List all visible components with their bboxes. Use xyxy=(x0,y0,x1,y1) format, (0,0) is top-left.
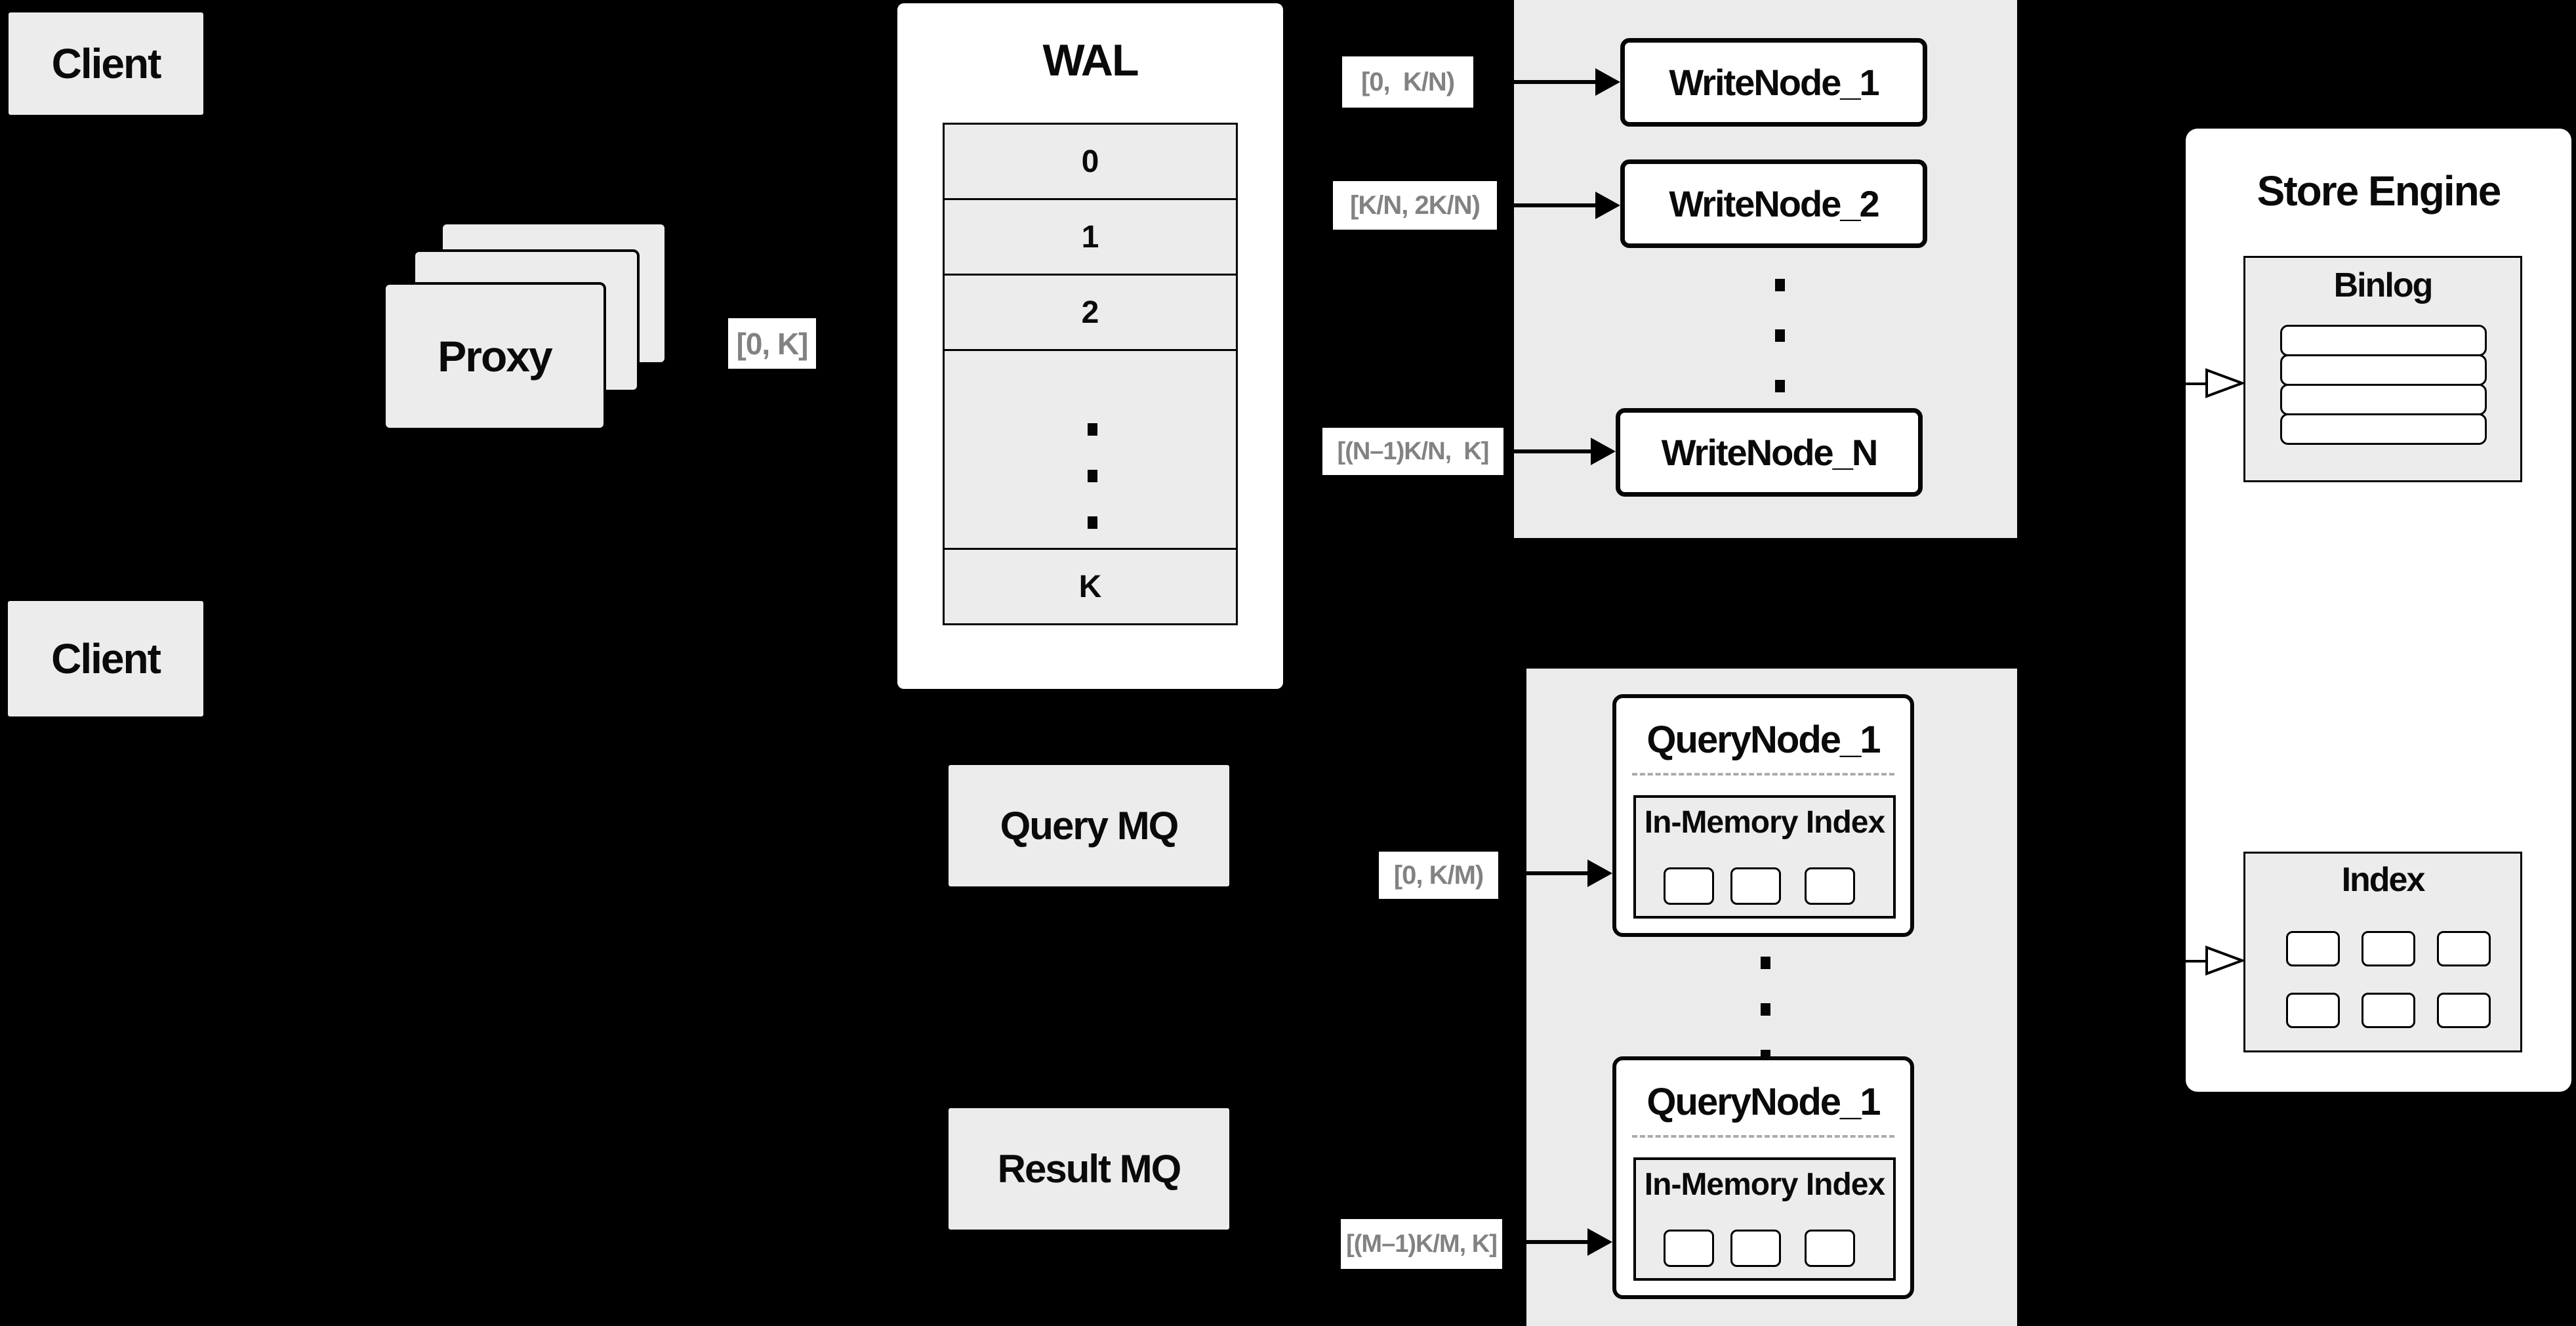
edge-label-write-2: [K/N, 2K/N) xyxy=(1333,181,1497,230)
result-mq-box: Result MQ xyxy=(947,1106,1231,1232)
query-node-top-box: QueryNode_1 In-Memory Index xyxy=(1612,694,1914,937)
arrow-line xyxy=(1502,1240,1590,1244)
write-node-2-box: WriteNode_2 xyxy=(1620,159,1927,248)
arrow-line xyxy=(2125,383,2214,385)
in-memory-index-title: In-Memory Index xyxy=(1644,1167,1885,1202)
wal-segment-row: K xyxy=(943,548,1238,625)
write-node-n-label: WriteNode_N xyxy=(1661,432,1879,473)
arrow-right-icon xyxy=(1587,1228,1612,1256)
index-segment-cell xyxy=(1805,1230,1855,1267)
client-bottom-box: Client xyxy=(6,599,205,718)
binlog-row xyxy=(2280,325,2487,356)
write-node-2-label: WriteNode_2 xyxy=(1669,183,1879,224)
index-segment-cell xyxy=(1730,1230,1781,1267)
dashed-divider xyxy=(1632,773,1894,776)
store-engine-box: Store Engine Binlog Index xyxy=(2186,129,2571,1092)
ellipsis-dots-icon xyxy=(1775,279,1785,392)
arrow-line xyxy=(1503,449,1593,453)
index-segment-cell xyxy=(1805,867,1855,905)
arrow-right-icon xyxy=(1595,68,1620,96)
query-node-bottom-title: QueryNode_1 xyxy=(1646,1081,1881,1123)
write-node-n-box: WriteNode_N xyxy=(1616,408,1923,497)
edge-label-write-1: [0, K/N) xyxy=(1342,56,1473,108)
proxy-box: Proxy xyxy=(383,282,606,430)
wal-title: WAL xyxy=(1042,35,1139,85)
arrow-right-icon xyxy=(1595,192,1620,219)
query-mq-label: Query MQ xyxy=(1000,804,1179,848)
ellipsis-dots-icon xyxy=(1088,423,1097,529)
proxy-label: Proxy xyxy=(438,332,552,381)
index-segment-cell xyxy=(2286,993,2340,1028)
arrow-line xyxy=(1498,871,1590,875)
query-node-bottom-box: QueryNode_1 In-Memory Index xyxy=(1612,1056,1914,1299)
wal-segment-row: 1 xyxy=(943,198,1238,276)
arrow-line xyxy=(2125,960,2214,963)
binlog-title: Binlog xyxy=(2333,266,2434,304)
index-segment-cell xyxy=(2361,931,2415,966)
edge-label-query-1: [0, K/M) xyxy=(1379,852,1498,899)
in-memory-index-title: In-Memory Index xyxy=(1644,805,1885,840)
arrow-right-icon xyxy=(1591,438,1616,465)
binlog-row xyxy=(2280,413,2487,445)
binlog-row xyxy=(2280,384,2487,415)
index-segment-cell xyxy=(1730,867,1781,905)
index-segment-cell xyxy=(2286,931,2340,966)
wal-ellipsis-row xyxy=(943,349,1238,550)
write-node-1-label: WriteNode_1 xyxy=(1669,62,1879,103)
store-engine-title: Store Engine xyxy=(2257,167,2502,215)
arrow-right-icon xyxy=(1587,860,1612,887)
binlog-box: Binlog xyxy=(2243,256,2522,482)
client-top-box: Client xyxy=(7,10,205,117)
arrow-line xyxy=(1473,80,1598,84)
result-mq-label: Result MQ xyxy=(997,1147,1182,1191)
wal-box: WAL 0 1 2 K xyxy=(897,3,1283,689)
index-segment-cell xyxy=(1664,1230,1714,1267)
index-box: Index xyxy=(2243,852,2522,1052)
wal-segment-row: 0 xyxy=(943,123,1238,200)
client-top-label: Client xyxy=(51,40,162,87)
query-mq-box: Query MQ xyxy=(947,763,1231,888)
index-segment-cell xyxy=(2361,993,2415,1028)
in-memory-index-box: In-Memory Index xyxy=(1633,795,1896,919)
wal-segment-table: 0 1 2 K xyxy=(943,123,1238,625)
index-title: Index xyxy=(2341,861,2426,899)
hollow-arrow-right-icon xyxy=(2205,368,2245,398)
in-memory-index-box: In-Memory Index xyxy=(1633,1157,1896,1281)
edge-label-proxy-to-wal: [0, K] xyxy=(728,318,816,369)
edge-label-write-n: [(N–1)K/N, K] xyxy=(1322,428,1503,475)
index-segment-cell xyxy=(2437,993,2491,1028)
binlog-rows xyxy=(2280,325,2487,445)
dashed-divider xyxy=(1632,1135,1894,1138)
hollow-arrow-right-icon xyxy=(2205,945,2245,976)
binlog-row xyxy=(2280,354,2487,386)
index-segment-cell xyxy=(1664,867,1714,905)
write-node-1-box: WriteNode_1 xyxy=(1620,38,1927,127)
client-bottom-label: Client xyxy=(51,635,161,682)
edge-label-query-m: [(M–1)K/M, K] xyxy=(1341,1219,1502,1269)
ellipsis-dots-icon xyxy=(1761,957,1770,1062)
arrow-line xyxy=(1497,203,1598,207)
index-segment-cell xyxy=(2437,931,2491,966)
wal-segment-row: 2 xyxy=(943,274,1238,351)
query-node-top-title: QueryNode_1 xyxy=(1646,718,1881,761)
